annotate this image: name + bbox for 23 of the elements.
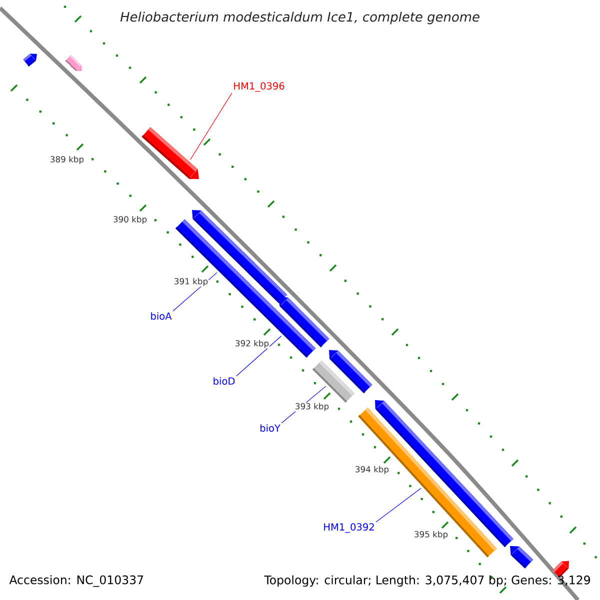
tick-label: 394 kbp xyxy=(354,465,390,475)
gene-feature xyxy=(70,60,82,72)
leader-line xyxy=(190,92,232,160)
gene-label: bioD xyxy=(214,377,235,385)
tick-label: 393 kbp xyxy=(294,402,330,412)
gene-feature xyxy=(279,297,330,348)
gene-feature xyxy=(510,546,534,568)
gene-label: HM1_0392 xyxy=(324,523,374,533)
gene-label: bioA xyxy=(151,312,172,320)
footer-text: Topology: circular; Length: 3,075,407 bp; Genes: 3,129 xyxy=(264,575,590,587)
footer-text: Accession: NC_010337 xyxy=(9,575,144,587)
gene-label: HM1_0396 xyxy=(234,82,284,92)
tick-label: 395 kbp xyxy=(413,530,449,540)
leader-line xyxy=(236,336,282,376)
tick-label: 392 kbp xyxy=(234,339,270,349)
gene-feature xyxy=(23,54,37,67)
tick-label: 390 kbp xyxy=(112,215,148,225)
title: Heliobacterium modesticaldum Ice1, complete genome xyxy=(120,12,480,24)
gene-label: bioY xyxy=(260,424,280,432)
gene-feature xyxy=(312,360,355,403)
tick-label: 391 kbp xyxy=(173,277,209,287)
tick-label: 389 kbp xyxy=(49,155,85,165)
gene-feature xyxy=(142,127,199,179)
